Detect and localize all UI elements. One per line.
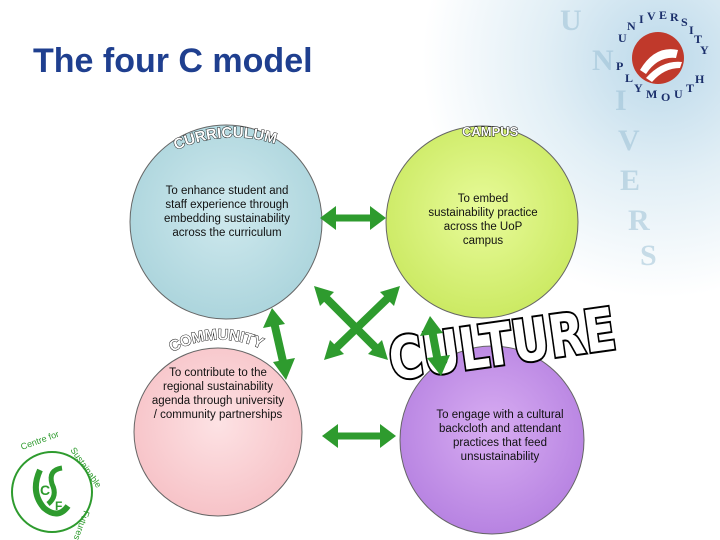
svg-text:O: O [661,90,670,104]
svg-text:Y: Y [700,43,709,57]
svg-text:I: I [639,12,644,26]
svg-text:M: M [646,87,657,101]
community-text: To contribute to the regional sustainabi… [151,367,285,421]
svg-text:R: R [628,204,650,237]
campus-circle [385,125,579,319]
svg-text:V: V [618,124,640,157]
svg-text:Centre for: Centre for [19,429,60,452]
campus-heading: CAMPUS [462,124,519,139]
curriculum-circle [129,124,323,320]
culture-circle [399,345,585,535]
svg-text:L: L [625,71,633,85]
arrow-curriculum-culture [314,286,388,360]
svg-text:I: I [689,23,694,37]
svg-text:S: S [681,15,688,29]
campus-text: To embed sustainability practice across … [428,193,538,247]
arrow-community-culture [322,424,396,448]
community-circle [133,347,303,517]
svg-text:E: E [659,8,667,22]
svg-text:H: H [695,72,705,86]
svg-text:Y: Y [634,81,643,95]
centre-for-sustainable-futures-logo: C F Centre for Sustainable Futures [11,429,104,540]
culture-text: To engage with a cultural backcloth and … [436,409,564,463]
svg-text:F: F [55,499,62,513]
svg-text:T: T [686,81,694,95]
arrow-curriculum-campus [320,206,386,230]
svg-text:U: U [618,31,627,45]
svg-text:V: V [647,9,656,23]
arrow-curriculum-community [263,308,295,380]
svg-text:T: T [694,32,702,46]
university-of-plymouth-logo: U N I V E R S I T Y L Y M O U T H P [616,8,709,104]
svg-text:U: U [674,87,683,101]
svg-text:C: C [40,482,50,498]
svg-text:N: N [592,44,614,77]
arrow-campus-culture [420,316,450,376]
svg-text:S: S [640,239,657,272]
curriculum-text: To enhance student and staff experience … [164,185,290,239]
svg-text:R: R [670,10,679,24]
arrow-campus-community [324,286,400,360]
page-title: The four C model [33,42,313,80]
svg-text:P: P [616,59,623,73]
university-watermark: U N I V E R S [560,4,657,272]
svg-text:N: N [627,19,636,33]
svg-text:U: U [560,4,582,37]
svg-text:I: I [615,84,627,117]
svg-text:E: E [620,164,640,197]
